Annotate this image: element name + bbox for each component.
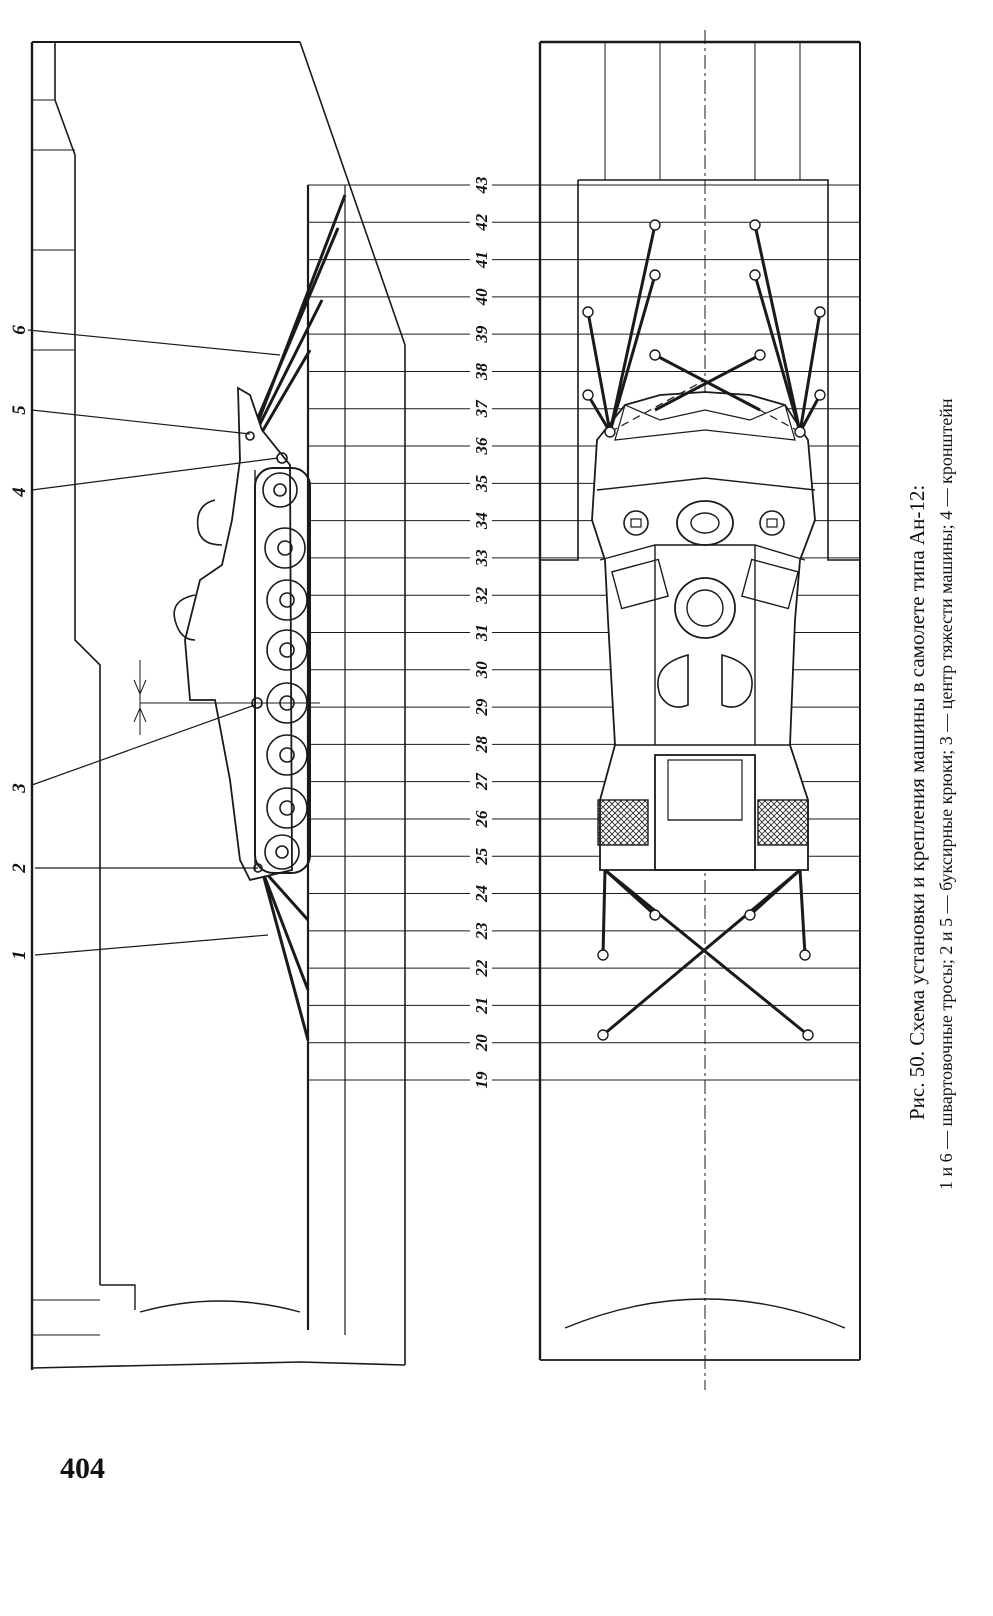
frame-number-23: 23 — [472, 922, 491, 941]
callout-numbers: 1 2 3 4 5 6 — [9, 325, 30, 960]
callout-1: 1 — [9, 950, 30, 960]
frame-number-25: 25 — [472, 847, 491, 866]
frame-number-39: 39 — [472, 325, 491, 344]
frame-number-21: 21 — [472, 997, 491, 1015]
frame-number-28: 28 — [472, 735, 491, 754]
page-number: 404 — [60, 1452, 105, 1485]
frame-number-labels: 19 20 21 22 23 24 25 26 27 28 29 30 31 32 33 34 35 36 37 38… — [472, 176, 491, 1089]
frame-number-43: 43 — [472, 176, 491, 195]
frame-number-27: 27 — [472, 772, 491, 792]
frame-number-32: 32 — [472, 586, 491, 605]
frame-number-42: 42 — [472, 213, 491, 232]
figure-caption-legend: 1 и 6 — швартовочные тросы; 2 и 5 — букс… — [936, 398, 956, 1190]
callout-5: 5 — [9, 405, 30, 415]
frame-number-41: 41 — [472, 251, 491, 269]
side-view-hold — [27, 41, 406, 1370]
frame-number-30: 30 — [472, 661, 491, 680]
frame-number-36: 36 — [472, 437, 491, 456]
callout-3: 3 — [9, 783, 30, 794]
callout-4: 4 — [9, 487, 30, 498]
figure-caption-title: Рис. 50. Схема установки и крепления маш… — [905, 485, 929, 1120]
frame-number-22: 22 — [472, 959, 491, 978]
frame-number-34: 34 — [472, 512, 491, 530]
plan-view-hold — [538, 30, 861, 1390]
frame-number-20: 20 — [472, 1034, 491, 1053]
frame-number-40: 40 — [472, 288, 491, 307]
callout-6: 6 — [9, 325, 30, 335]
frame-number-19: 19 — [472, 1071, 491, 1089]
frame-number-24: 24 — [472, 885, 491, 903]
frame-number-37: 37 — [472, 399, 491, 419]
frame-number-29: 29 — [472, 698, 491, 717]
callout-2: 2 — [9, 863, 30, 874]
frame-number-26: 26 — [472, 810, 491, 829]
frame-number-35: 35 — [472, 474, 491, 493]
frame-number-31: 31 — [472, 624, 491, 642]
frame-number-38: 38 — [472, 362, 491, 381]
frame-number-33: 33 — [472, 549, 491, 568]
